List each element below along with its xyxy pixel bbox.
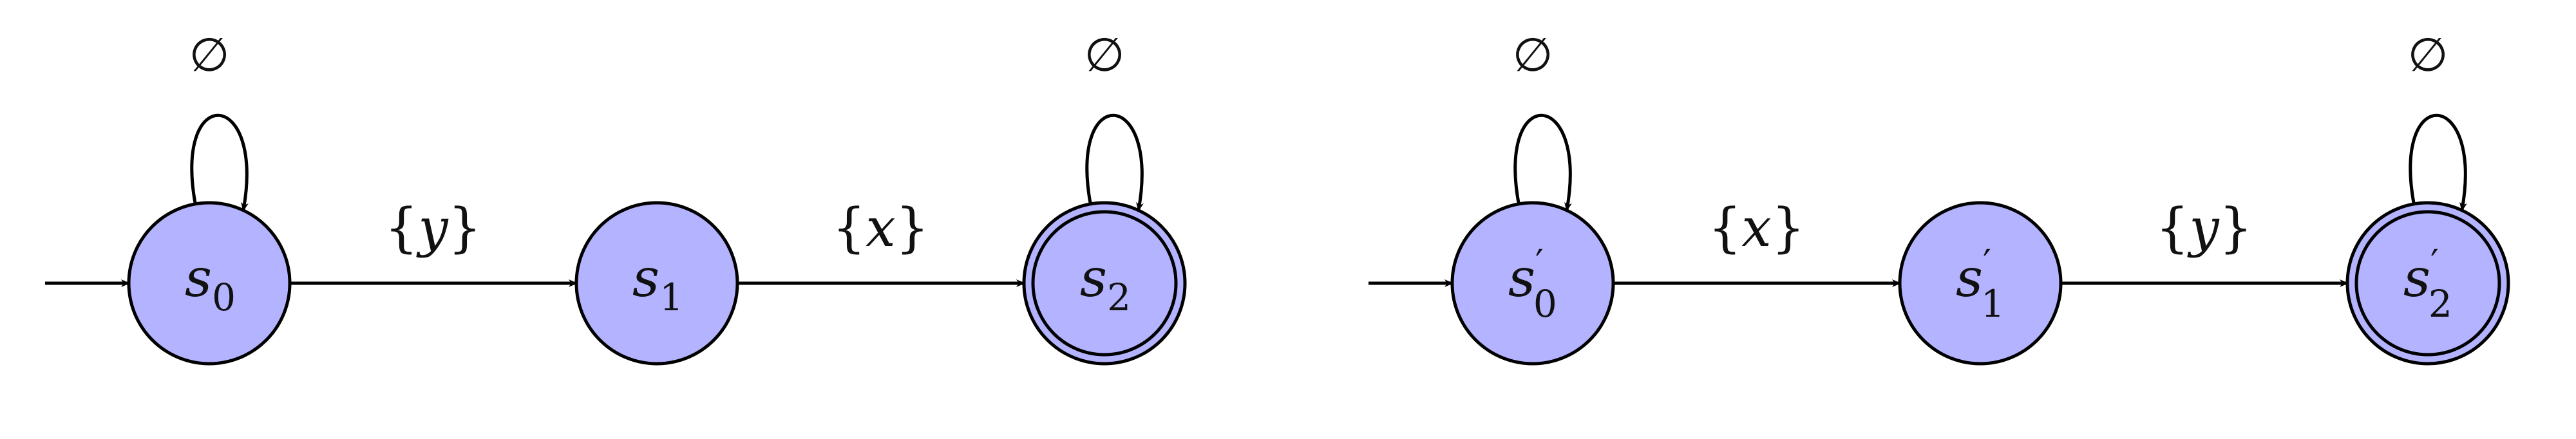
left-state-label-1: s1 (632, 248, 683, 319)
left-state-label-2: s2 (1080, 248, 1131, 319)
left-self-loop-0 (190, 113, 249, 212)
left-self-loop-label-0: ∅ (189, 28, 230, 82)
left-state-label-0: s0 (185, 248, 236, 319)
right-self-loop-0 (1513, 113, 1572, 212)
left-transition-label-1-2: {x} (832, 198, 929, 259)
left-self-loop-label-2: ∅ (1084, 28, 1125, 82)
right-state-label-0: s′0 (1508, 243, 1557, 326)
right-transition-label-0-1: {x} (1708, 198, 1805, 259)
left-self-loop-2 (1085, 113, 1144, 212)
right-transition-label-1-2: {y} (2155, 198, 2253, 259)
right-self-loop-2 (2409, 113, 2467, 212)
right-state-label-1: s′1 (1956, 243, 2005, 326)
right-state-2-inner-ring (2354, 210, 2501, 357)
right-self-loop-label-0: ∅ (1513, 28, 1553, 82)
right-self-loop-label-2: ∅ (2408, 28, 2448, 82)
left-transition-label-0-1: {y} (384, 198, 482, 259)
right-state-label-2: s′2 (2403, 243, 2452, 326)
left-state-2-inner-ring (1031, 210, 1178, 357)
